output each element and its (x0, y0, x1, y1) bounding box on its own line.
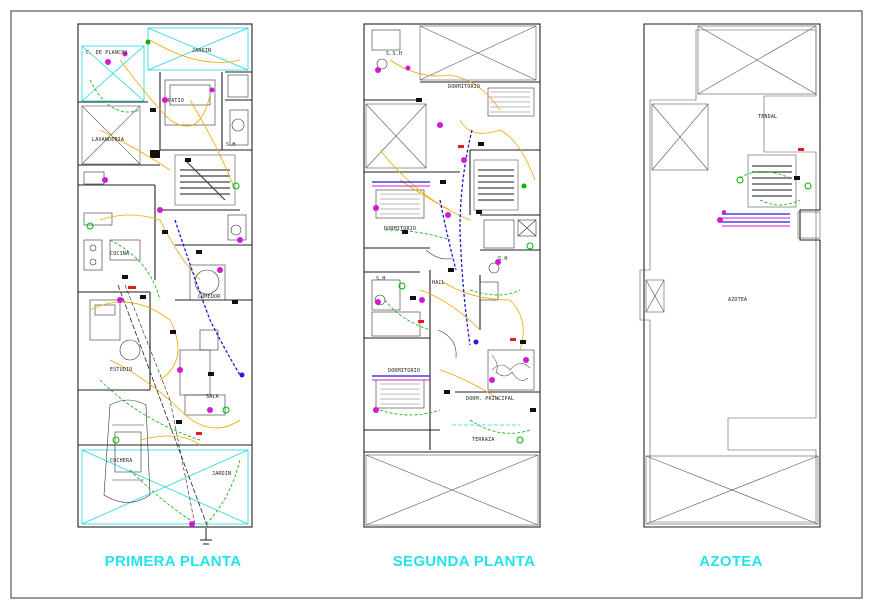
sheet-border (10, 10, 863, 599)
interior-walls (364, 81, 540, 453)
room-label: ESTUDIO (110, 367, 132, 373)
void-top-right (419, 25, 537, 81)
interior-walls (78, 71, 252, 446)
plan-segunda-planta: S.S.H DORMITORIO DORMITORIO S.H HALL S.H… (363, 23, 541, 528)
room-label: JARDIN (192, 48, 211, 54)
cplancha-area (81, 45, 145, 102)
outer-wall (77, 23, 253, 528)
room-label: JARDIN (212, 471, 231, 477)
void-left (651, 103, 709, 171)
room-labels-primera: C. DE PLANCHA JARDIN PATIO LAVANDERIA S.… (86, 48, 236, 477)
plan-title-azotea: AZOTEA (699, 553, 762, 570)
room-label: HALL (432, 280, 445, 286)
room-label: S.H (498, 256, 508, 262)
plan-title-segunda: SEGUNDA PLANTA (393, 553, 536, 570)
room-labels-azotea: TENDAL AZOTEA (728, 114, 777, 303)
furniture-primera (83, 74, 249, 503)
room-label: C. DE PLANCHA (86, 50, 128, 56)
stairs-azotea (747, 154, 821, 239)
stairs-segunda (473, 159, 519, 211)
room-label: SALA (206, 394, 219, 400)
room-label: LAVANDERIA (92, 137, 124, 143)
room-label: DORMITORIO (388, 368, 420, 374)
lavanderia-area (81, 105, 141, 165)
outer-wall (363, 23, 541, 528)
furniture-segunda (371, 29, 537, 409)
void-top (697, 25, 817, 95)
void-bottom (365, 454, 539, 526)
room-label: DORM. PRINCIPAL (466, 396, 514, 402)
fixtures-segunda (373, 65, 536, 444)
room-label: S.H (226, 142, 236, 148)
room-label: S.H (376, 276, 386, 282)
plan-azotea: TENDAL AZOTEA (639, 23, 821, 528)
room-label: PATIO (168, 98, 184, 104)
cochera-area (81, 449, 249, 525)
fixtures-primera (86, 39, 245, 527)
void-left (365, 103, 427, 169)
room-label: TENDAL (758, 114, 777, 120)
void-bottom (645, 455, 819, 525)
wiring-primera (89, 39, 241, 545)
room-label: COMEDOR (198, 294, 221, 300)
outer-wall (643, 23, 821, 528)
room-label: TERRAZA (472, 437, 494, 443)
plan-title-primera: PRIMERA PLANTA (105, 553, 242, 570)
room-label: COCINA (110, 251, 129, 257)
room-label: S.S.H (386, 51, 402, 57)
void-small (645, 279, 665, 313)
wiring-azotea (717, 148, 812, 227)
jardin-top-area (147, 27, 249, 71)
room-labels-segunda: S.S.H DORMITORIO DORMITORIO S.H HALL S.H… (376, 51, 514, 443)
room-label: AZOTEA (728, 297, 747, 303)
stairs-primera (174, 154, 236, 206)
room-label: DORMITORIO (384, 226, 416, 232)
room-label: COCHERA (110, 458, 132, 464)
room-label: DORMITORIO (448, 84, 480, 90)
plan-primera-planta: C. DE PLANCHA JARDIN PATIO LAVANDERIA S.… (77, 23, 253, 545)
